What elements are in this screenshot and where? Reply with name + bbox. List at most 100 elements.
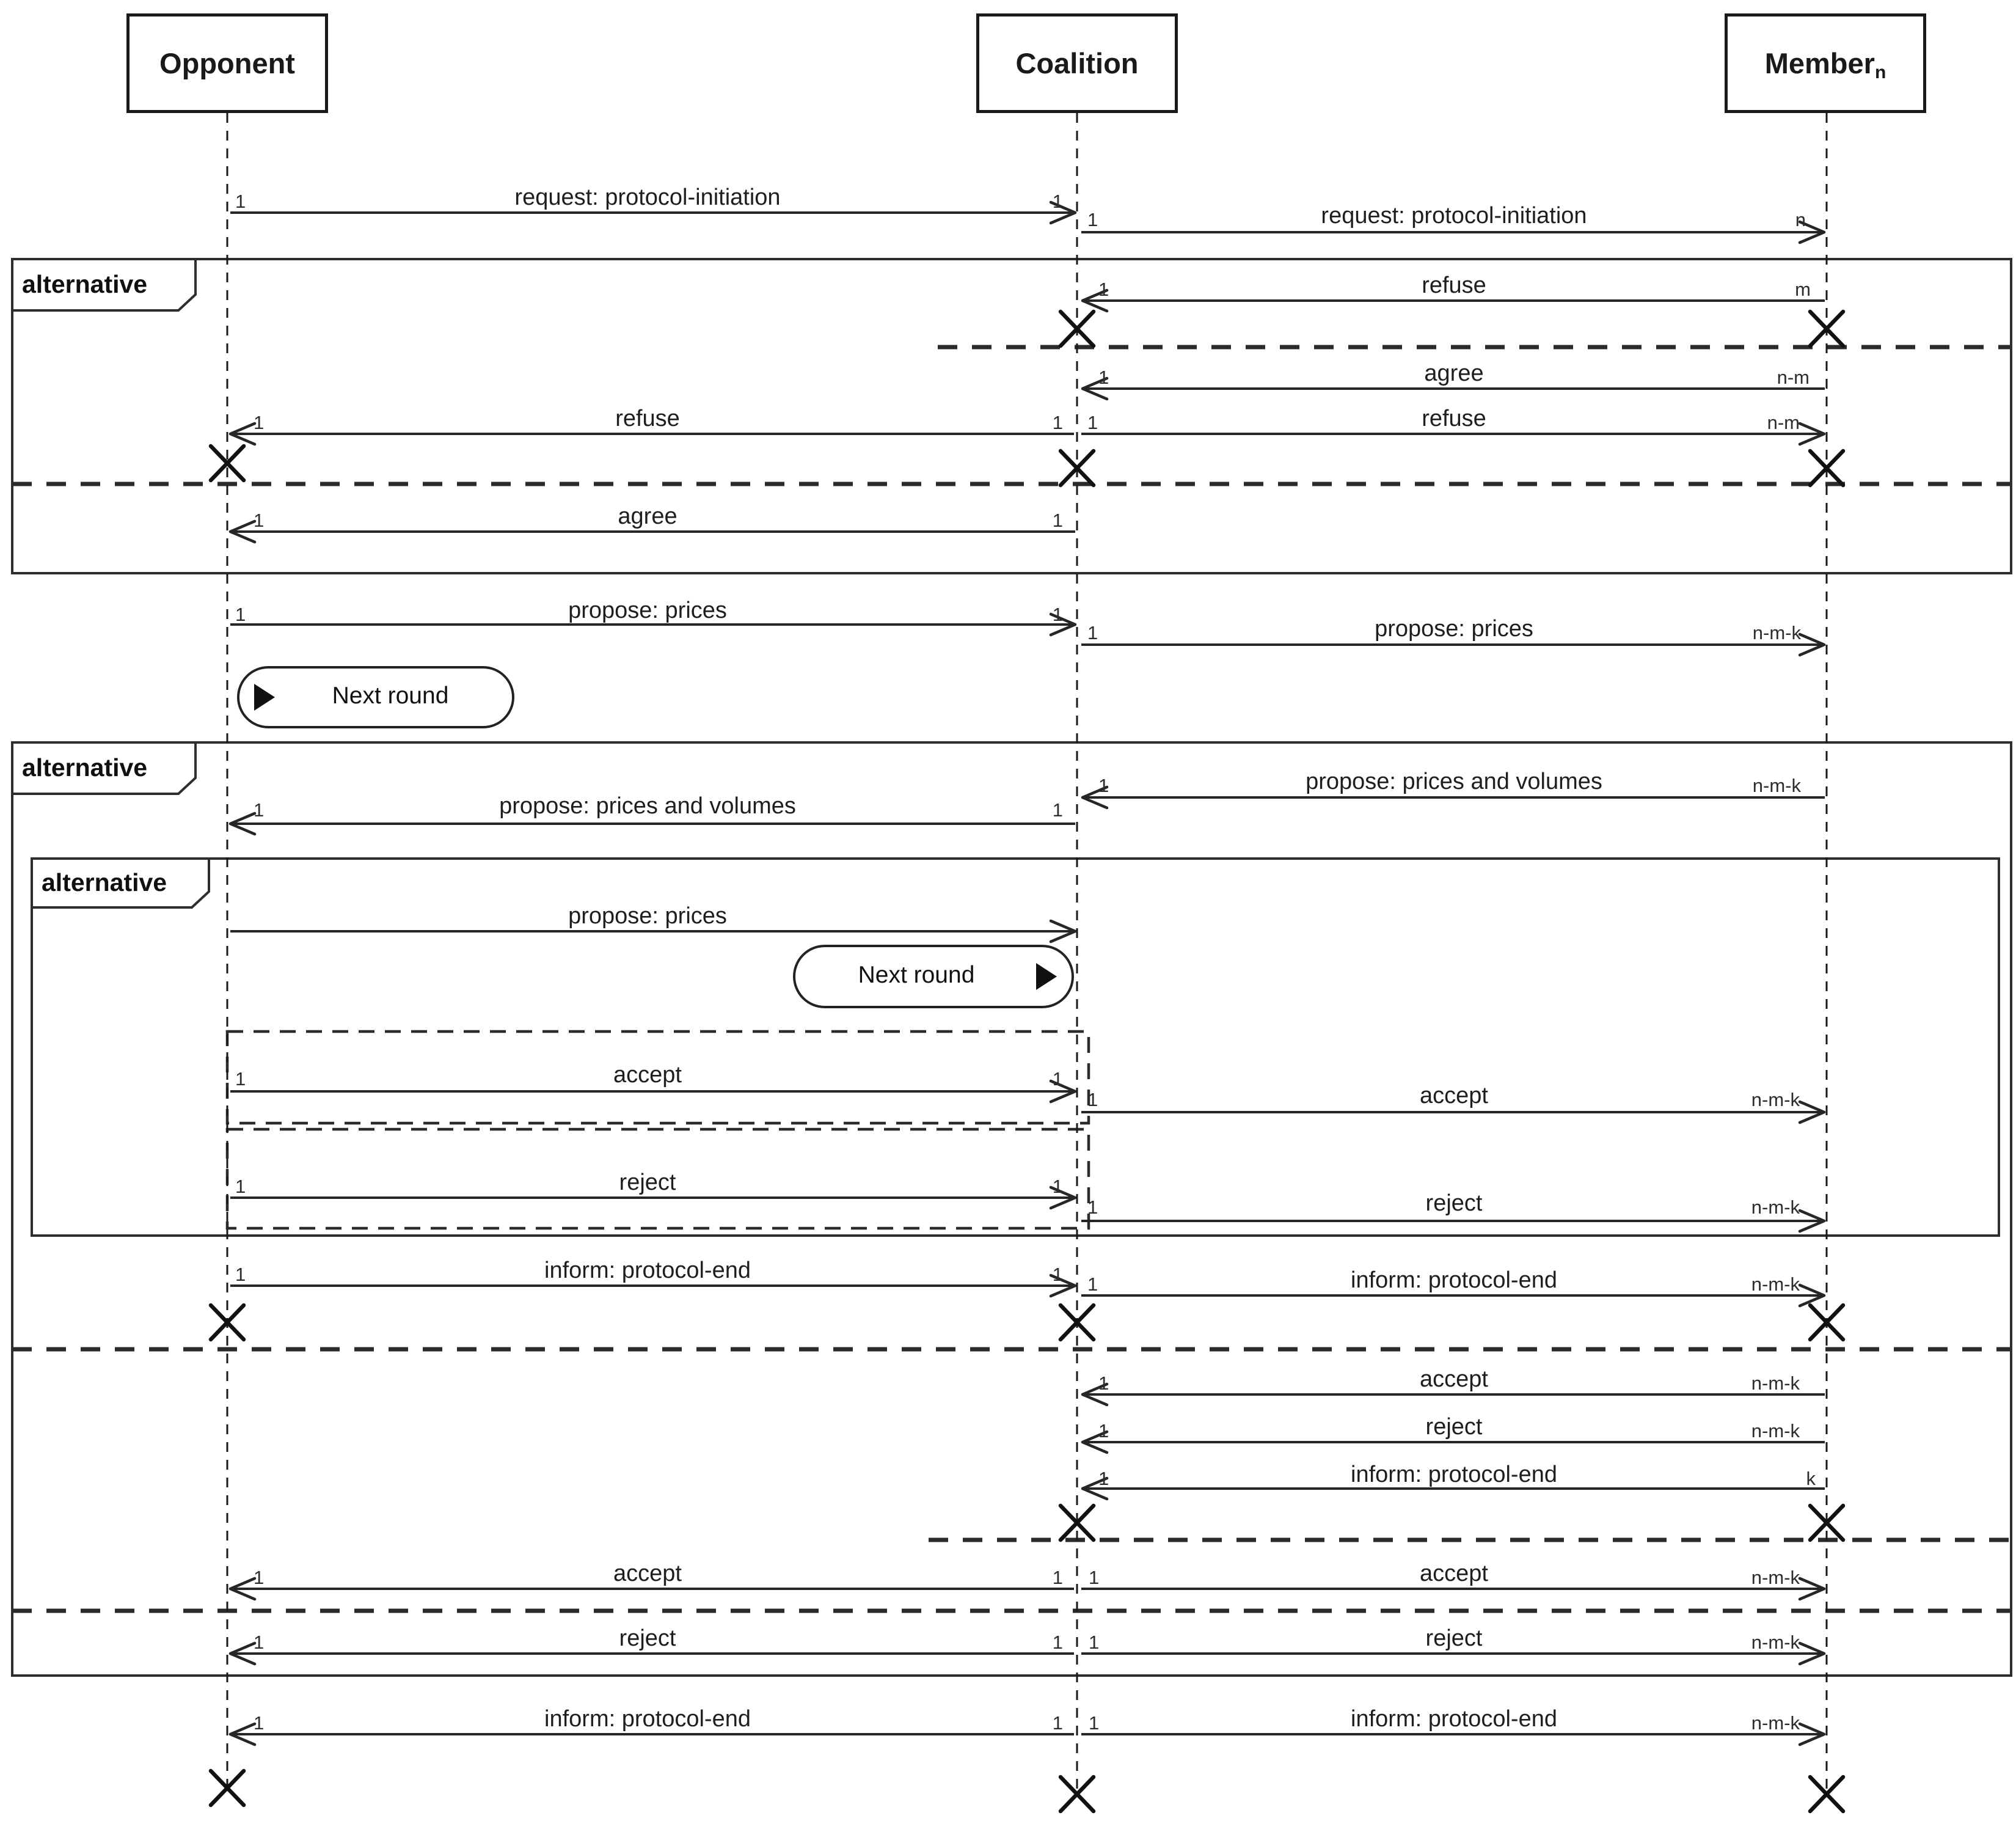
message-label: reject — [1425, 1414, 1483, 1440]
lifeline-termination-x — [1808, 309, 1846, 348]
multiplicity-label: 1 — [1052, 412, 1063, 433]
multiplicity-label: 1 — [1087, 209, 1098, 230]
multiplicity-label: n-m-k — [1751, 1273, 1800, 1295]
message-label: accept — [1420, 1366, 1488, 1392]
message-arrowhead — [1798, 1209, 1826, 1233]
multiplicity-label: n-m-k — [1751, 1632, 1800, 1653]
multiplicity-label: 1 — [1098, 1420, 1109, 1442]
message-arrowhead — [228, 422, 257, 446]
multiplicity-label: 1 — [1052, 604, 1063, 625]
lifeline-termination-x — [1058, 1303, 1096, 1342]
multiplicity-label: 1 — [1098, 775, 1109, 796]
alt-fragment-label: alternative — [22, 270, 148, 298]
message-arrowhead — [1049, 1079, 1077, 1104]
message-arrowhead — [1798, 1722, 1826, 1746]
multiplicity-label: 1 — [1052, 1264, 1063, 1285]
multiplicity-label: 1 — [254, 799, 265, 821]
multiplicity-label: n-m-k — [1752, 622, 1801, 643]
message-label: propose: prices — [568, 598, 727, 623]
message-arrowhead — [228, 1722, 257, 1746]
multiplicity-label: k — [1806, 1468, 1816, 1489]
multiplicity-label: n-m-k — [1751, 1420, 1800, 1442]
multiplicity-label: 1 — [1052, 510, 1063, 531]
message-label: inform: protocol-end — [1351, 1462, 1557, 1487]
message-arrowhead — [1798, 422, 1826, 446]
message-label: accept — [613, 1062, 682, 1088]
multiplicity-label: 1 — [254, 1632, 265, 1653]
message-label: propose: prices and volumes — [499, 793, 796, 819]
lifeline-termination-x — [1058, 1775, 1096, 1814]
multiplicity-label: 1 — [1052, 191, 1063, 212]
multiplicity-label: 1 — [235, 604, 246, 625]
message-label: inform: protocol-end — [1351, 1706, 1557, 1732]
multiplicity-label: 1 — [1052, 1712, 1063, 1734]
message-arrowhead — [1049, 612, 1077, 637]
multiplicity-label: 1 — [1089, 1712, 1100, 1734]
multiplicity-label: 1 — [1098, 279, 1109, 300]
lifeline-termination-x — [208, 444, 246, 483]
alt-fragment-tab — [31, 857, 210, 909]
message-arrowhead — [1081, 1430, 1109, 1454]
message-arrowhead — [1049, 1185, 1077, 1210]
multiplicity-label: n-m-k — [1751, 1712, 1800, 1734]
message-arrowhead — [1081, 785, 1109, 810]
multiplicity-label: 1 — [1052, 1632, 1063, 1653]
multiplicity-label: 1 — [235, 191, 246, 212]
multiplicity-label: n-m — [1777, 367, 1810, 388]
actor-name: Coalition — [1015, 47, 1139, 79]
multiplicity-label: m — [1795, 279, 1811, 300]
message-arrowhead — [1798, 1283, 1826, 1308]
multiplicity-label: 1 — [1087, 622, 1098, 643]
multiplicity-label: n — [1795, 209, 1806, 230]
multiplicity-label: n-m-k — [1752, 775, 1801, 796]
message-arrowhead — [1081, 288, 1109, 313]
message-arrowhead — [1798, 1100, 1826, 1124]
actor-name: Member — [1764, 47, 1875, 79]
alt-fragment-label: alternative — [42, 868, 167, 896]
lifeline-termination-x — [1808, 1303, 1846, 1342]
message-arrowhead — [228, 1641, 257, 1666]
message-label: accept — [1420, 1083, 1488, 1108]
message-label: inform: protocol-end — [1351, 1267, 1557, 1293]
lifeline-header-coalition: Coalition — [976, 13, 1178, 113]
alt-fragment-border — [11, 741, 2012, 1677]
message-label: reject — [1425, 1625, 1483, 1651]
alt-fragment-tab — [11, 741, 197, 795]
alt-fragment-label: alternative — [22, 753, 148, 782]
multiplicity-label: n-m-k — [1751, 1567, 1800, 1588]
lifeline-termination-x — [208, 1303, 246, 1342]
message-label: inform: protocol-end — [544, 1258, 751, 1283]
message-label: refuse — [1422, 273, 1486, 298]
multiplicity-label: 1 — [1089, 1567, 1100, 1588]
next-round-bubble — [237, 666, 514, 728]
multiplicity-label: 1 — [254, 1712, 265, 1734]
lifeline-termination-x — [1058, 449, 1096, 488]
message-arrowhead — [228, 519, 257, 544]
actor-subscript: n — [1874, 62, 1886, 82]
actor-name: Opponent — [159, 47, 295, 79]
multiplicity-label: 1 — [1052, 799, 1063, 821]
lifeline-termination-x — [1808, 1775, 1846, 1814]
message-arrowhead — [1081, 1476, 1109, 1501]
message-label: request: protocol-initiation — [1321, 203, 1587, 229]
multiplicity-label: 1 — [1052, 1176, 1063, 1197]
multiplicity-label: 1 — [235, 1068, 246, 1090]
multiplicity-label: 1 — [235, 1176, 246, 1197]
message-arrowhead — [1798, 632, 1826, 657]
message-label: agree — [618, 504, 677, 529]
multiplicity-label: 1 — [1087, 1089, 1098, 1110]
message-label: reject — [619, 1170, 676, 1195]
lifeline-header-opponent: Opponent — [126, 13, 328, 113]
message-arrowhead — [1798, 1577, 1826, 1601]
message-label: request: protocol-initiation — [514, 185, 781, 210]
next-round-label: Next round — [332, 683, 449, 709]
multiplicity-label: 1 — [1052, 1068, 1063, 1090]
play-icon — [254, 684, 275, 711]
multiplicity-label: 1 — [254, 1567, 265, 1588]
dashed-region-box — [225, 1030, 1090, 1125]
message-label: refuse — [615, 406, 680, 431]
lifeline-termination-x — [1058, 1503, 1096, 1542]
message-arrowhead — [1049, 200, 1077, 225]
